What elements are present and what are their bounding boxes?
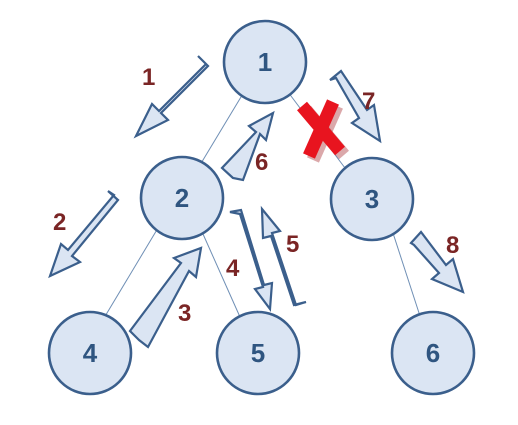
step-labels: 1 2 3 4 5 6 7 8 <box>53 64 459 327</box>
tree-node-1: 1 <box>222 19 308 105</box>
node-label-6: 6 <box>426 338 440 368</box>
tree-node-4: 4 <box>47 310 133 396</box>
node-label-1: 1 <box>258 47 272 77</box>
step-label-7: 7 <box>362 88 375 115</box>
step-label-1: 1 <box>142 64 155 91</box>
edge-1-2 <box>199 91 245 166</box>
traversal-arrows <box>48 55 465 349</box>
blocked-cross-icon <box>297 99 349 163</box>
step-arrow-1 <box>133 55 210 139</box>
edge-2-5 <box>202 233 241 318</box>
step-arrow-7 <box>329 69 382 144</box>
tree-node-6: 6 <box>390 310 476 396</box>
step-label-4: 4 <box>226 255 240 282</box>
step-arrow-2 <box>48 190 120 279</box>
step-arrow-6 <box>220 110 275 182</box>
step-arrow-5 <box>260 205 307 307</box>
edge-2-4 <box>103 227 159 319</box>
tree-node-3: 3 <box>329 156 415 242</box>
node-label-3: 3 <box>365 184 379 214</box>
step-arrow-4 <box>229 208 274 312</box>
tree-edges <box>103 91 421 319</box>
step-label-2: 2 <box>53 209 66 236</box>
step-arrow-8 <box>409 230 465 294</box>
step-label-6: 6 <box>255 149 268 176</box>
edge-3-6 <box>391 229 421 317</box>
tree-node-2: 2 <box>139 155 225 241</box>
step-label-5: 5 <box>286 231 299 258</box>
tree-node-5: 5 <box>215 310 301 396</box>
node-label-2: 2 <box>175 183 189 213</box>
node-label-5: 5 <box>251 338 265 368</box>
step-label-8: 8 <box>446 232 459 259</box>
node-label-4: 4 <box>83 338 98 368</box>
step-arrow-3 <box>128 246 203 349</box>
step-label-3: 3 <box>178 300 191 327</box>
